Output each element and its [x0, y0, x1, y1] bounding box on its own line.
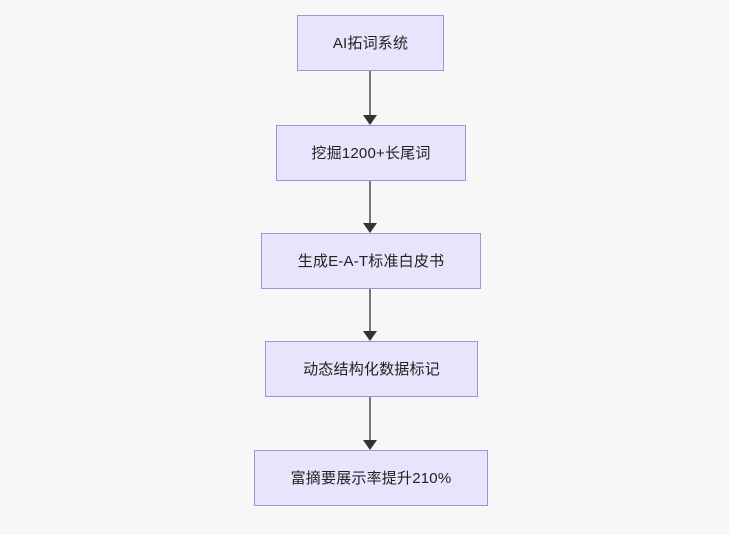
edge-n2-n3 — [363, 181, 377, 233]
flow-node-mine-longtail-keywords[interactable]: 挖掘1200+长尾词 — [276, 125, 466, 181]
flow-node-dynamic-structured-data-markup[interactable]: 动态结构化数据标记 — [265, 341, 478, 397]
flow-node-label: 富摘要展示率提升210% — [290, 469, 452, 487]
flow-node-generate-eat-whitepaper[interactable]: 生成E-A-T标准白皮书 — [261, 233, 481, 289]
flow-node-label: 挖掘1200+长尾词 — [311, 144, 431, 162]
flow-node-rich-snippet-rate-increase[interactable]: 富摘要展示率提升210% — [254, 450, 488, 506]
edge-line — [369, 71, 371, 116]
arrowhead-icon — [363, 331, 377, 341]
flow-node-label: 生成E-A-T标准白皮书 — [297, 252, 445, 270]
edge-n3-n4 — [363, 289, 377, 341]
flow-node-label: AI拓词系统 — [332, 34, 409, 52]
edge-line — [369, 181, 371, 224]
flow-node-ai-keyword-system[interactable]: AI拓词系统 — [297, 15, 444, 71]
flow-node-label: 动态结构化数据标记 — [303, 360, 440, 378]
arrowhead-icon — [363, 223, 377, 233]
edge-line — [369, 397, 371, 441]
arrowhead-icon — [363, 440, 377, 450]
edge-n1-n2 — [363, 71, 377, 125]
edge-line — [369, 289, 371, 332]
arrowhead-icon — [363, 115, 377, 125]
edge-n4-n5 — [363, 397, 377, 450]
